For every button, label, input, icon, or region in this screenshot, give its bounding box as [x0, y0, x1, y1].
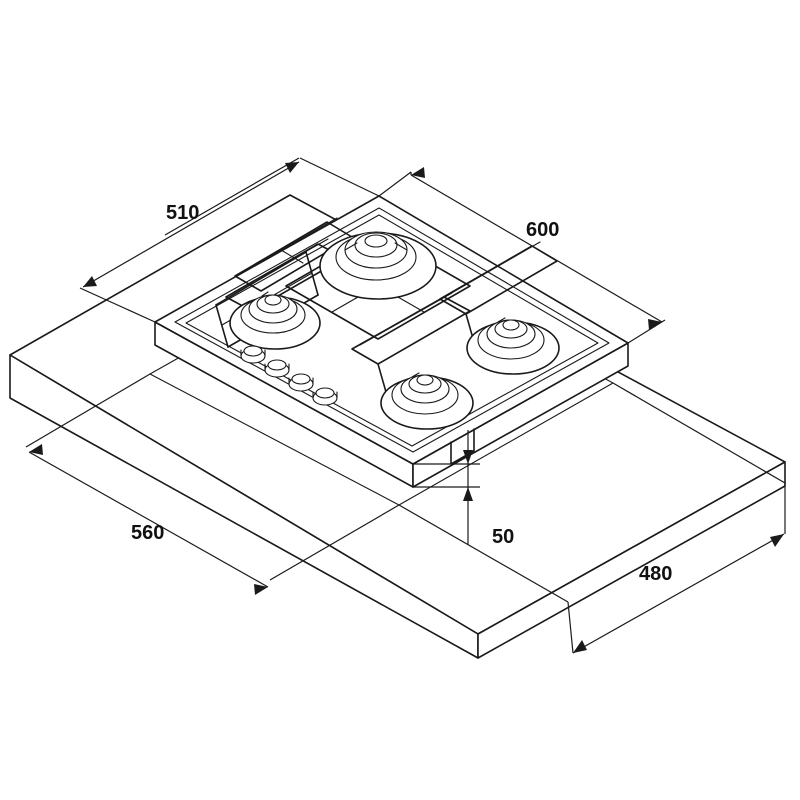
burner-rear-left: [319, 231, 437, 300]
control-knob-2: [264, 359, 290, 378]
dimension-label-480: 480: [639, 563, 672, 585]
dimension-560: 560: [25, 373, 400, 595]
dimension-480: 480: [398, 382, 786, 654]
control-knob-row: [240, 345, 338, 406]
burner-rear-right: [466, 317, 560, 375]
dimension-600: 600: [378, 167, 666, 344]
dimension-label-560: 560: [131, 522, 164, 544]
control-knob-4: [312, 387, 338, 406]
dimension-label-510: 510: [166, 202, 199, 224]
burner-front-left: [229, 291, 321, 350]
control-knob-3: [288, 373, 314, 392]
dimension-label-50: 50: [492, 526, 514, 548]
dimension-50: 50: [413, 430, 514, 548]
burner-front-right: [380, 372, 474, 430]
control-knob-1: [240, 345, 266, 364]
dimension-510: 510: [79, 157, 380, 323]
dimension-label-600: 600: [526, 219, 559, 241]
